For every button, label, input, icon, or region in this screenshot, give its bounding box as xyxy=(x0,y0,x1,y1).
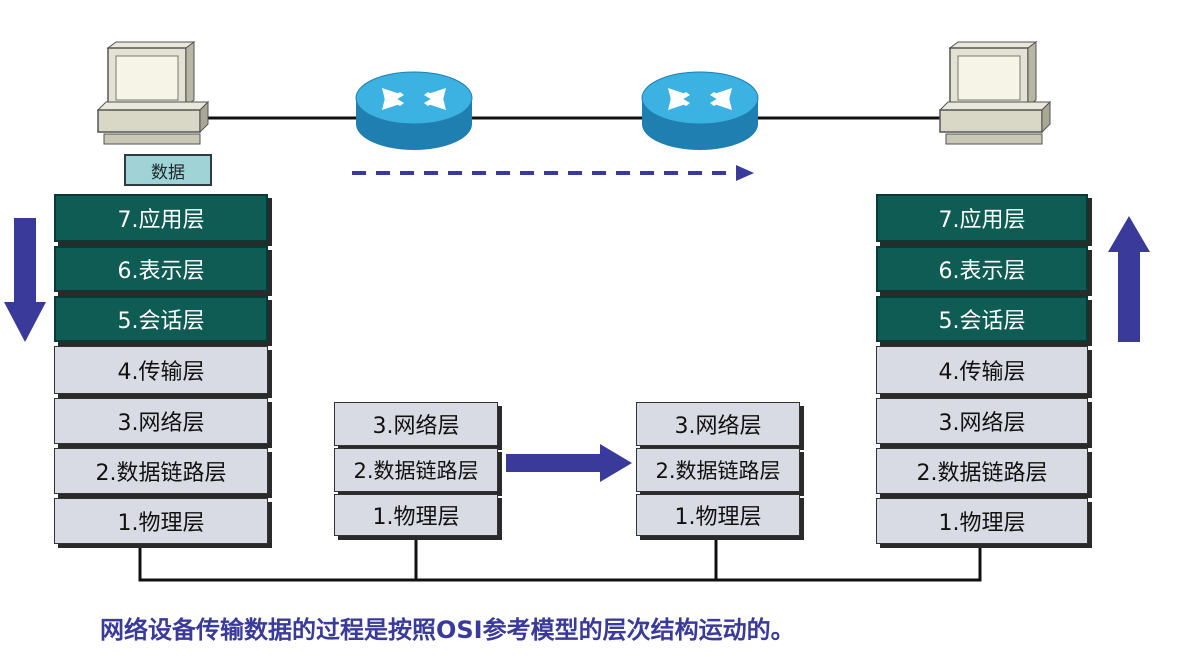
left-layer-physical: 1.物理层 xyxy=(54,498,268,544)
right-layer-network: 3.网络层 xyxy=(876,398,1088,444)
right-layer-transport: 4.传输层 xyxy=(876,346,1088,394)
router1-layer-physical: 1.物理层 xyxy=(334,494,498,536)
computer-icon-right xyxy=(938,41,1052,145)
router2-layer-physical: 1.物理层 xyxy=(636,494,800,536)
right-layer-datalink: 2.数据链路层 xyxy=(876,448,1088,494)
left-layer-session: 5.会话层 xyxy=(54,296,268,342)
right-layer-physical: 1.物理层 xyxy=(876,498,1088,544)
router2-layer-datalink: 2.数据链路层 xyxy=(636,448,800,492)
flow-arrowhead xyxy=(736,165,754,181)
right-layer-presentation: 6.表示层 xyxy=(876,246,1088,292)
left-layer-application: 7.应用层 xyxy=(54,194,268,242)
right-layer-session: 5.会话层 xyxy=(876,296,1088,342)
router-icon-2 xyxy=(641,71,759,150)
left-layer-transport: 4.传输层 xyxy=(54,346,268,394)
data-label-tag: 数据 xyxy=(124,154,212,186)
right-layer-application: 7.应用层 xyxy=(876,194,1088,242)
down-arrow-icon xyxy=(4,218,46,342)
left-layer-datalink: 2.数据链路层 xyxy=(54,448,268,494)
diagram-caption: 网络设备传输数据的过程是按照OSI参考模型的层次结构运动的。 xyxy=(100,616,795,644)
left-layer-network: 3.网络层 xyxy=(54,398,268,444)
router-icon-1 xyxy=(355,71,473,150)
router1-layer-network: 3.网络层 xyxy=(334,402,498,446)
computer-icon-left xyxy=(96,41,210,145)
physical-link-line xyxy=(138,545,982,582)
router1-layer-datalink: 2.数据链路层 xyxy=(334,448,498,492)
up-arrow-icon xyxy=(1108,216,1150,342)
left-layer-presentation: 6.表示层 xyxy=(54,246,268,292)
router2-layer-network: 3.网络层 xyxy=(636,402,800,446)
right-arrow-icon xyxy=(506,444,632,482)
